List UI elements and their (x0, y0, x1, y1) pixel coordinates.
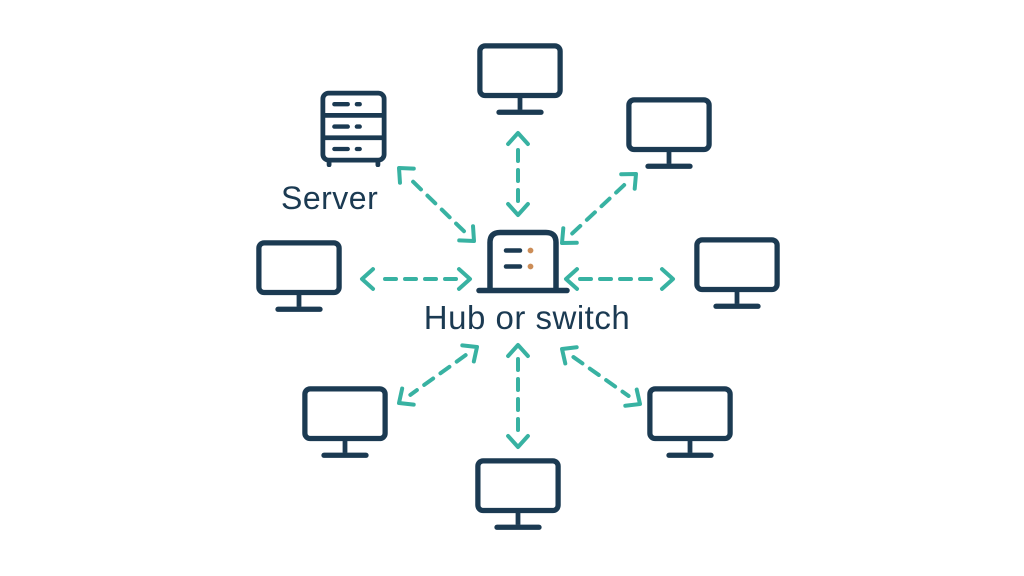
monitor-node-top-right (626, 97, 712, 172)
arrow-hub-to-monitor-right (564, 267, 675, 291)
monitor-icon (647, 386, 733, 461)
monitor-icon (694, 237, 780, 312)
server-icon (320, 90, 387, 167)
monitor-node-bottom-right (647, 386, 733, 461)
monitor-icon (477, 43, 563, 118)
arrow-hub-to-monitor-bottom-left (397, 343, 479, 407)
arrow-hub-to-monitor-top-right (560, 172, 638, 245)
arrow-hub-to-monitor-bottom (506, 343, 530, 449)
monitor-icon (475, 458, 561, 533)
monitor-icon (302, 386, 388, 461)
arrow-hub-to-monitor-top (506, 131, 530, 217)
arrow-hub-to-monitor-left (360, 267, 472, 291)
monitor-node-bottom-left (302, 386, 388, 461)
arrow-hub-to-monitor-bottom-right (560, 345, 642, 408)
arrow-hub-to-server (397, 166, 476, 243)
monitor-node-bottom (475, 458, 561, 533)
monitor-icon (626, 97, 712, 172)
monitor-node-left (256, 240, 342, 315)
monitor-node-right (694, 237, 780, 312)
monitor-icon (256, 240, 342, 315)
monitor-node-top (477, 43, 563, 118)
hub-switch-icon (476, 226, 570, 294)
hub-label: Hub or switch (423, 299, 631, 336)
server-label: Server (281, 180, 379, 216)
hub-node (476, 226, 570, 294)
server-node (320, 90, 387, 167)
